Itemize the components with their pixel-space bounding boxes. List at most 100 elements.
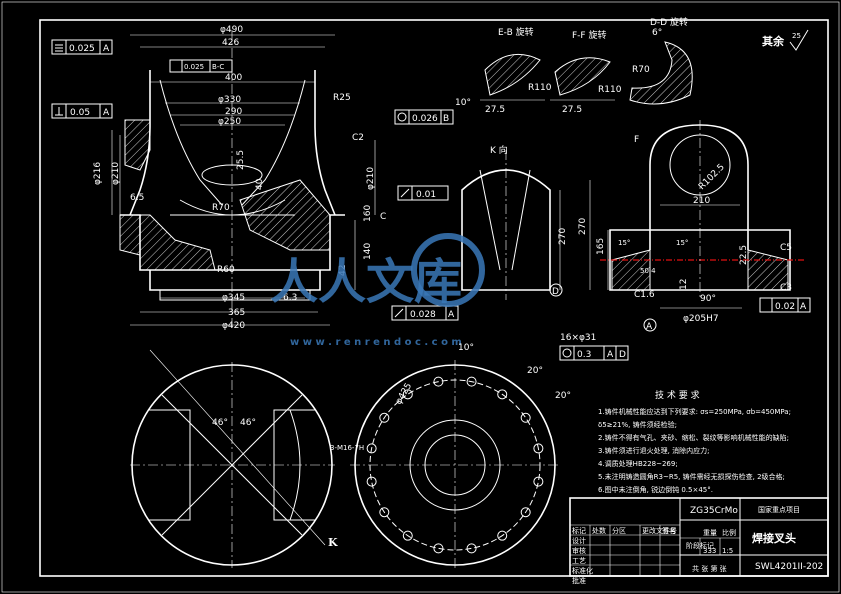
tol-runout1-value: 0.01	[416, 190, 436, 200]
tb-role: 批准	[572, 576, 586, 585]
dim-27-5b: 27.5	[562, 105, 582, 115]
dim-22-5: 22.5	[739, 245, 749, 265]
surface-text: 其余	[762, 34, 785, 48]
notes-list: 1.铸件机械性能应达到下列要求: σs=250MPa, σb=450MPa; δ…	[598, 407, 791, 494]
eb-section	[480, 53, 545, 101]
k-arrow-label: K	[328, 536, 338, 549]
inner-frame	[39, 19, 829, 577]
dim-10deg: 10°	[455, 98, 471, 108]
tb-role: 设计	[572, 536, 586, 545]
dim-c2: C2	[352, 133, 364, 143]
dim-r110b: R110	[598, 85, 622, 95]
tb-sheet: 共 张 第 张	[692, 564, 727, 573]
dim-d426: 426	[222, 38, 239, 48]
title-block	[569, 497, 829, 577]
tb-weight-label: 重量	[703, 529, 717, 537]
datum-a: A	[646, 322, 653, 332]
dim-20deg: 20°	[527, 366, 543, 376]
dim-d345: φ345	[222, 293, 245, 303]
tol-c3-ref: A	[800, 302, 807, 312]
dim-90deg: 90°	[700, 294, 716, 304]
k-view	[461, 150, 561, 300]
dim-140: 140	[363, 243, 373, 260]
dim-6-5: 6.5	[130, 193, 144, 203]
bolt-hole	[520, 412, 531, 423]
bolt-hole-group	[366, 376, 544, 554]
tol-perp-value: 0.05	[70, 108, 90, 118]
dim-d330: φ330	[218, 95, 241, 105]
dim-d216: φ216	[93, 162, 103, 185]
label-f: F	[634, 135, 639, 145]
bolt-hole	[466, 543, 477, 554]
note-item: 1.铸件机械性能应达到下列要求: σs=250MPa, σb=450MPa;	[598, 407, 791, 416]
note-item: δ5≥21%, 铸件须经检验;	[598, 420, 677, 429]
datum-a-circle	[643, 318, 657, 332]
dim-210: 210	[693, 196, 710, 206]
dim-c3: C3	[780, 283, 792, 293]
note-item: 3.铸件须进行退火处理, 消除内应力;	[598, 446, 710, 455]
bolt-hole	[533, 443, 544, 454]
ff-section	[550, 57, 615, 101]
plan-view-left	[130, 349, 335, 568]
tol-c3-value: 0.02	[775, 302, 795, 312]
dim-d490: φ490	[220, 25, 243, 35]
tb-role: 审核	[572, 546, 586, 555]
main-section-view	[111, 30, 376, 330]
dd-label: D-D 旋转	[650, 16, 688, 28]
dd-section	[629, 41, 693, 105]
tol-frame-runout1	[397, 185, 449, 201]
dim-d290: 290	[225, 107, 242, 117]
datum-c: C	[380, 212, 386, 222]
dim-165: 165	[596, 238, 606, 255]
bolt-hole	[379, 507, 390, 518]
tol-par-value: 0.025	[184, 63, 204, 71]
tb-header-cell: 处数	[592, 526, 606, 535]
dim-270-side: 270	[578, 218, 588, 235]
tb-material: ZG35CrMo	[690, 506, 738, 516]
note-item: 5.未注明铸造圆角R3~R5, 铸件需经无损探伤检查, 2级合格;	[598, 472, 785, 481]
bolt-hole	[379, 412, 390, 423]
dim-d425: φ425	[394, 381, 414, 406]
roughness-icon	[789, 29, 809, 51]
dim-d205: φ205H7	[683, 314, 719, 324]
dim-c5: C5	[780, 243, 792, 253]
watermark-url: w w w . r e n r e n d o c . c o m	[290, 337, 462, 348]
dim-20deg-b: 20°	[555, 391, 571, 401]
bolt-hole	[433, 543, 444, 554]
dim-r102: R102.5	[697, 162, 727, 192]
dim-d365: 365	[228, 308, 245, 318]
dim-40: 40	[255, 178, 265, 190]
dim-10deg2: 10°	[458, 343, 474, 353]
tol-frame-c3	[759, 297, 811, 313]
dim-r60: R60	[217, 265, 235, 275]
tb-header-cell: 签名	[662, 526, 676, 535]
k-view-label: K 向	[490, 144, 508, 156]
bolt-hole	[433, 376, 444, 387]
dim-42: 42	[338, 265, 348, 276]
dim-46b: 46°	[240, 418, 256, 428]
dim-r25: R25	[333, 93, 351, 103]
dim-r70: R70	[212, 203, 230, 213]
tb-company: 国家重点项目	[758, 505, 800, 514]
dim-160: 160	[363, 205, 373, 222]
bolt-hole	[497, 530, 508, 541]
datum-d-circle	[549, 283, 563, 297]
tol-pos-ref-d: D	[619, 350, 626, 360]
notes-title: 技 术 要 求	[655, 389, 700, 401]
tol-flat-value: 0.025	[69, 44, 95, 54]
dim-3-m16: 3-M16-7H	[330, 444, 364, 452]
dim-12: 12	[679, 279, 689, 290]
dim-27-5a: 27.5	[485, 105, 505, 115]
bolt-hole	[520, 507, 531, 518]
tb-scale: 1:5	[722, 547, 733, 555]
tol-pos-value: 0.3	[577, 350, 591, 360]
dim-6-3: 6.3	[283, 293, 297, 303]
ff-label: F-F 旋转	[572, 29, 606, 41]
tb-part-name: 焊接叉头	[752, 531, 796, 545]
flange-view	[350, 360, 560, 570]
tol-perp-ref: A	[103, 108, 110, 118]
dim-d210-left: φ210	[111, 162, 121, 185]
